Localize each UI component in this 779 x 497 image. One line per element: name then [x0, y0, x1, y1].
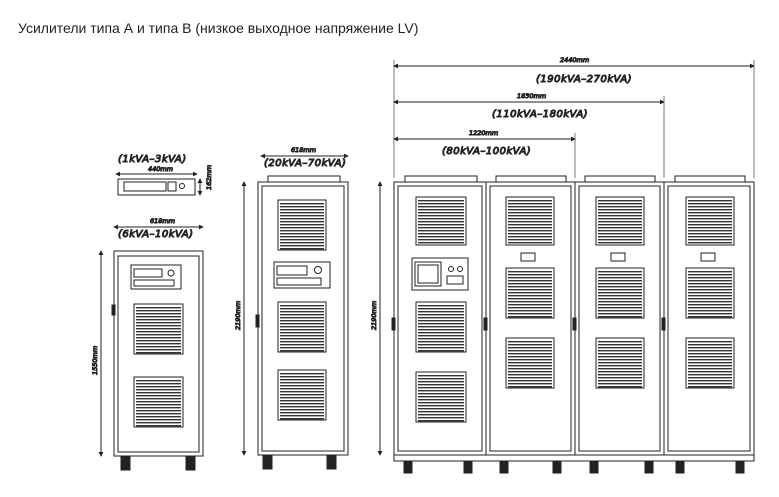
- unit3-height-label: 2190mm: [234, 301, 242, 330]
- unit4-range-label-80-100: (80kVA–100kVA): [442, 146, 531, 157]
- unit4-s2-vent-top: [505, 196, 555, 246]
- unit4-control-panel: [411, 257, 469, 291]
- unit1-chassis: [117, 178, 196, 196]
- vent-slats: [508, 341, 552, 388]
- unit3-vent-top: [277, 199, 327, 251]
- unit3-top-lid: [267, 175, 341, 183]
- vent-slats: [688, 200, 732, 244]
- unit2-display: [133, 268, 163, 278]
- unit4-s3-vent-bottom: [595, 337, 645, 389]
- unit4-s1-vent-middle: [415, 301, 467, 353]
- unit4-width-label-1830: 1830mm: [517, 92, 546, 100]
- unit4-section1-door: [397, 185, 483, 452]
- unit4-width-label-2440: 2440mm: [560, 56, 589, 64]
- unit4-s2-vent-middle: [505, 267, 555, 319]
- unit4-section2-door: [489, 185, 572, 452]
- unit2-vent-upper: [133, 303, 184, 355]
- unit3-vent-middle: [277, 301, 327, 353]
- unit4-s4-vent-middle: [685, 267, 735, 319]
- unit4-section2-handle: [483, 317, 488, 331]
- unit2-knob-icon: [167, 269, 175, 277]
- unit2-casters: [120, 455, 196, 471]
- unit4-knob2-icon: [457, 266, 463, 272]
- unit4-s1-vent-top: [415, 196, 467, 246]
- unit3-width-label: 618mm: [291, 146, 316, 154]
- unit4-touch-display: [414, 261, 442, 287]
- vent-slats: [280, 203, 324, 250]
- unit1-display: [167, 181, 177, 192]
- unit2-range-label: (6kVA–10kVA): [118, 229, 193, 240]
- vent-slats: [136, 307, 181, 354]
- unit4-casters: [403, 460, 745, 474]
- unit4-knob-icon: [448, 266, 454, 272]
- unit4-range-label-190-270: (190kVA–270kVA): [536, 74, 632, 85]
- unit4-s3-vent-middle: [595, 267, 645, 319]
- unit4-s4-vent-top: [685, 196, 735, 246]
- unit2-width-label: 618mm: [150, 217, 175, 225]
- unit1-front-panel: [123, 181, 167, 192]
- unit4-s4-vent-bottom: [685, 337, 735, 389]
- vent-slats: [280, 373, 324, 420]
- unit-6kva-10kva: (6kVA–10kVA) 618mm 1550mm: [91, 217, 204, 471]
- page-title: Усилители типа А и типа В (низкое выходн…: [18, 20, 419, 36]
- vent-slats: [280, 305, 324, 352]
- unit4-s3-nameplate: [610, 252, 626, 262]
- unit3-range-label: (20kVA–70kVA): [264, 158, 346, 169]
- unit-1kva-3kva: (1kVA–3kVA) 440mm 162mm: [115, 154, 214, 196]
- vent-slats: [598, 341, 642, 388]
- unit-20kva-70kva: 618mm (20kVA–70kVA) 2190mm: [234, 146, 349, 470]
- vent-slats: [418, 305, 464, 352]
- unit1-height-label: 162mm: [205, 165, 213, 190]
- vent-slats: [418, 375, 464, 422]
- unit3-door: [261, 185, 345, 452]
- unit3-button-row: [276, 277, 322, 286]
- unit3-display: [276, 265, 308, 276]
- unit-80kva-270kva: 2440mm (190kVA–270kVA) 1830mm (110kVA–18…: [370, 56, 755, 474]
- unit4-width-label-1220: 1220mm: [469, 129, 498, 137]
- unit3-cabinet-body: [257, 181, 349, 456]
- vent-slats: [598, 200, 642, 244]
- unit1-range-label: (1kVA–3kVA): [118, 154, 187, 165]
- unit2-control-panel: [130, 264, 182, 290]
- unit3-casters: [262, 454, 337, 470]
- vent-slats: [598, 271, 642, 318]
- unit3-door-handle: [255, 314, 260, 328]
- unit4-base-rail: [393, 454, 755, 462]
- unit2-vent-lower: [133, 376, 184, 428]
- unit4-button-row: [446, 275, 464, 285]
- vent-slats: [136, 380, 181, 427]
- unit4-height-label: 2190mm: [370, 301, 378, 330]
- unit2-door-handle: [111, 304, 116, 316]
- unit4-s4-nameplate: [700, 252, 716, 262]
- unit4-s2-vent-bottom: [505, 337, 555, 389]
- unit2-height-label: 1550mm: [91, 346, 99, 375]
- unit4-section4-handle: [661, 317, 666, 331]
- unit4-section3-handle: [572, 317, 577, 331]
- unit4-range-label-110-180: (110kVA–180kVA): [492, 109, 588, 120]
- unit1-width-label: 440mm: [148, 165, 173, 173]
- vent-slats: [418, 200, 464, 244]
- unit4-touch-screen: [417, 264, 439, 284]
- vent-slats: [508, 271, 552, 318]
- unit4-section4-door: [667, 185, 751, 452]
- unit4-s3-vent-top: [595, 196, 645, 246]
- vent-slats: [508, 200, 552, 244]
- unit4-s1-vent-bottom: [415, 371, 467, 423]
- unit4-s2-nameplate: [520, 252, 536, 262]
- unit3-control-panel: [273, 261, 331, 289]
- unit3-knob-icon: [314, 266, 322, 274]
- vent-slats: [688, 341, 732, 388]
- unit3-vent-bottom: [277, 369, 327, 421]
- vent-slats: [688, 271, 732, 318]
- unit4-section3-door: [578, 185, 661, 452]
- unit2-door: [117, 255, 200, 453]
- unit2-button-row: [133, 279, 175, 287]
- unit4-section1-handle: [391, 317, 396, 331]
- unit2-cabinet-body: [113, 250, 204, 457]
- unit1-knob-icon: [179, 183, 185, 189]
